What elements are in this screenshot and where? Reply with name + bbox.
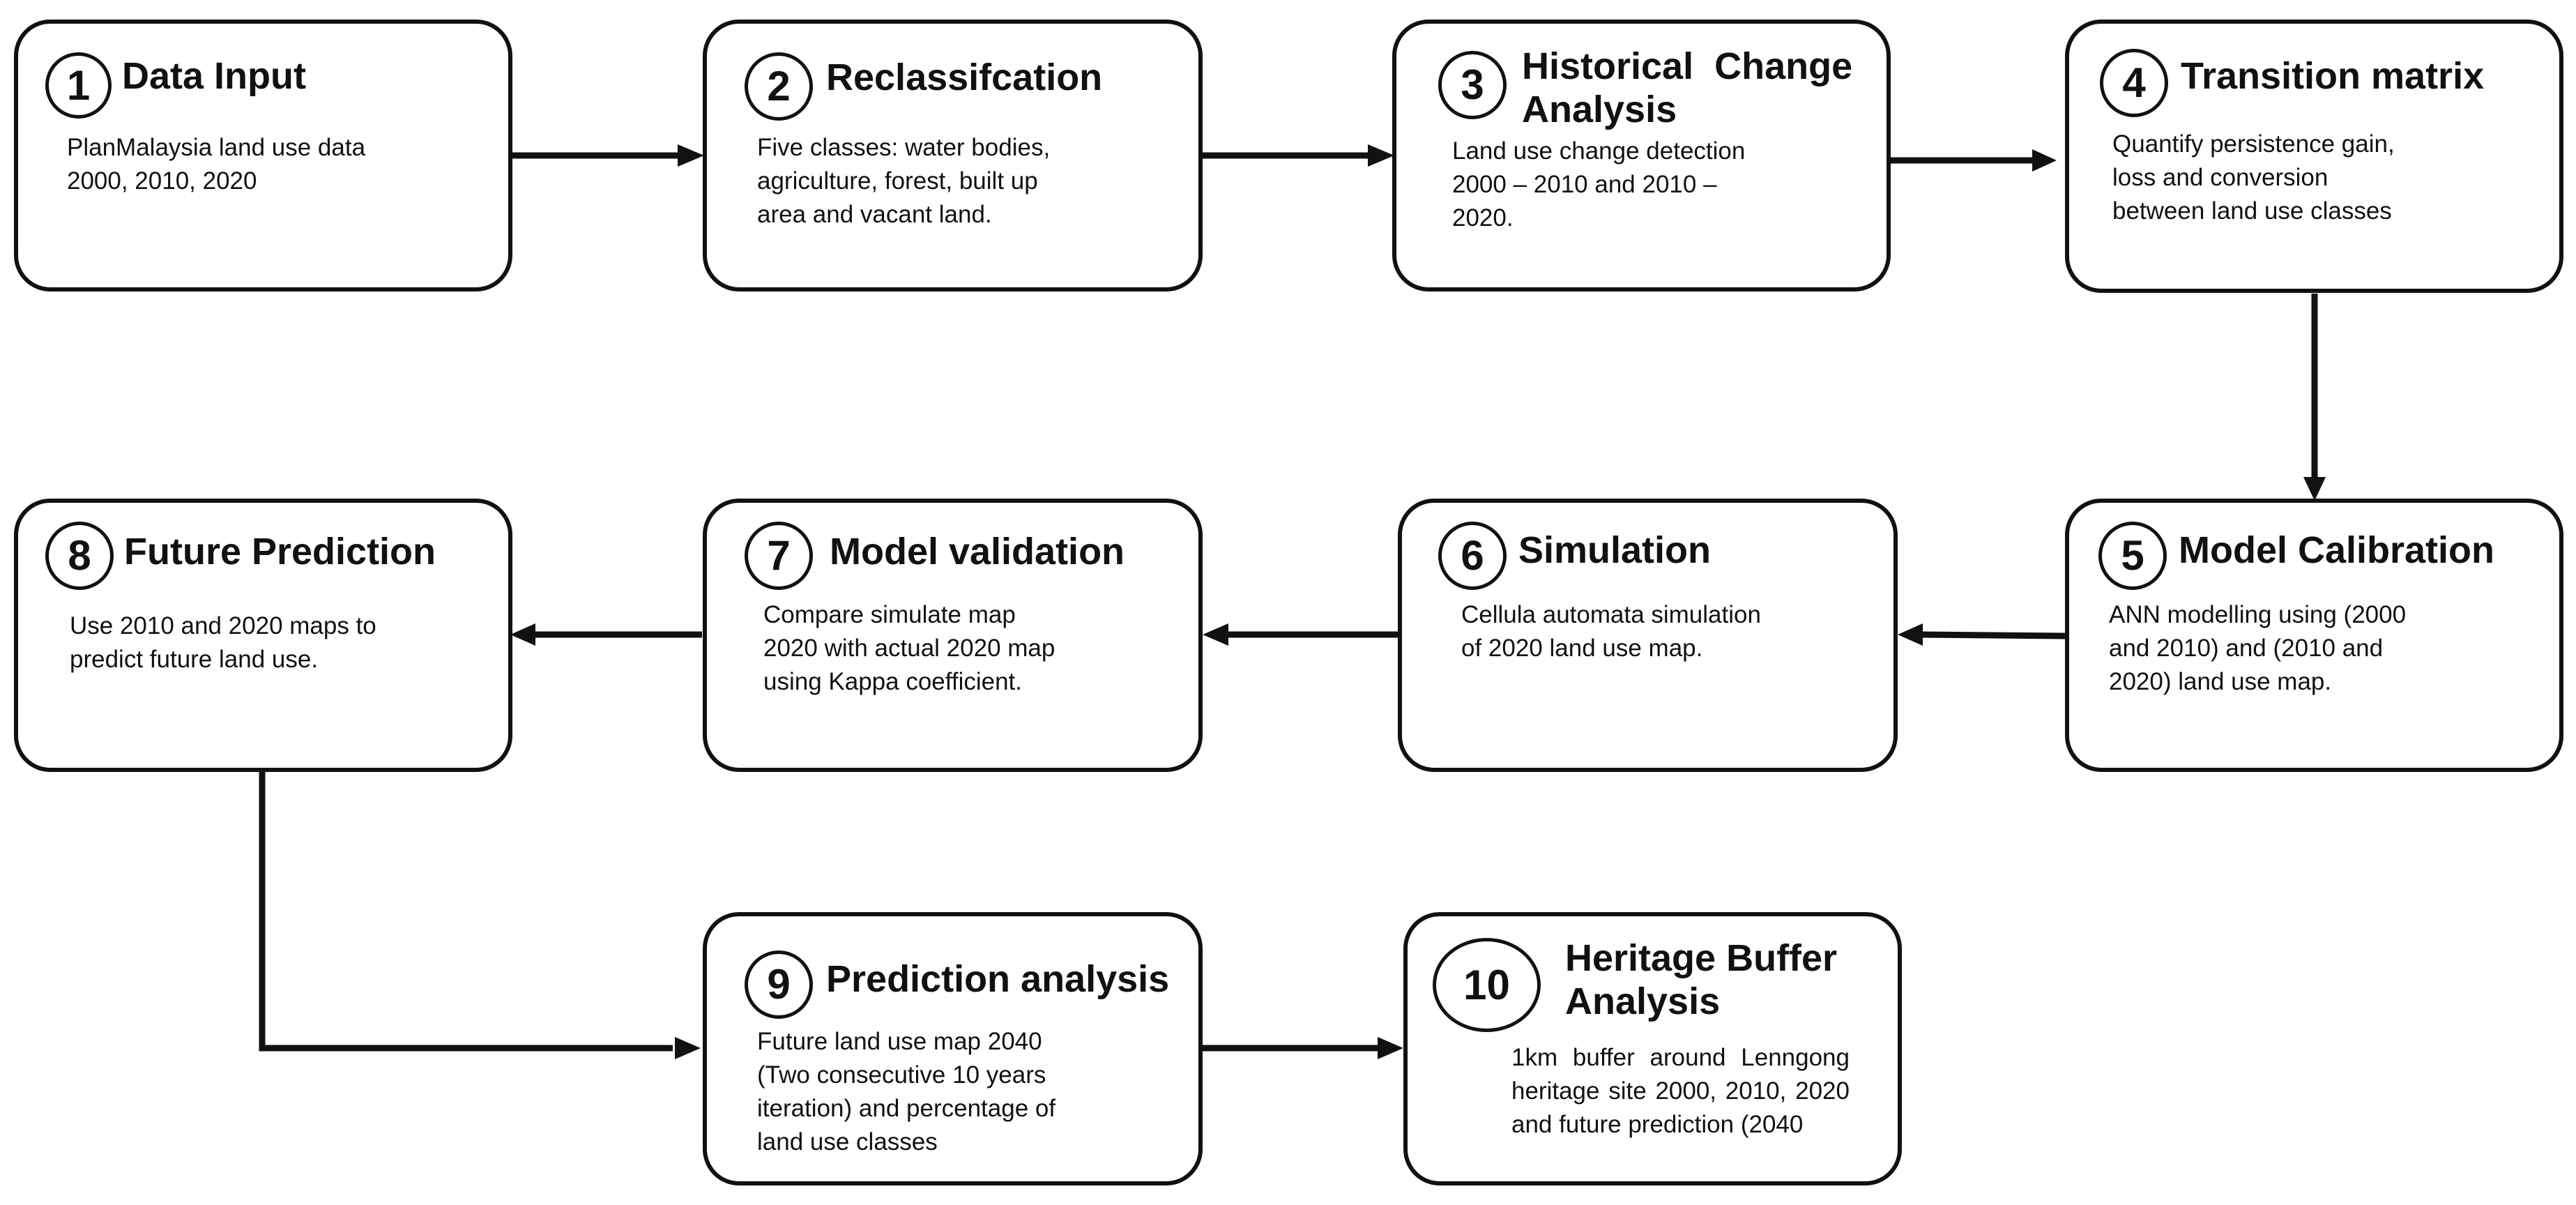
arrow-5-to-6: [1920, 631, 2066, 639]
step-8-title: Future Prediction: [124, 531, 436, 573]
step-7-number-badge: 7: [745, 522, 813, 590]
step-2-number-badge: 2: [745, 52, 813, 121]
step-3-title: Historical Change Analysis: [1522, 45, 1853, 130]
step-1-title: Data Input: [122, 55, 306, 97]
arrow-8-to-9: [259, 771, 673, 1052]
step-8-description: Use 2010 and 2020 maps to predict future…: [70, 612, 376, 673]
step-10-description: 1km buffer around Lenngong heritage site…: [1511, 1044, 1850, 1138]
step-2-box: [703, 20, 1203, 291]
step-6-title: Simulation: [1518, 529, 1712, 571]
step-3-number-badge: 3: [1438, 51, 1507, 119]
arrowhead-8-to-9: [675, 1037, 701, 1059]
step-1-description: PlanMalaysia land use data 2000, 2010, 2…: [67, 134, 366, 195]
step-4-number-badge: 4: [2100, 49, 2168, 117]
arrowhead-6-to-7: [1203, 623, 1228, 646]
step-7-box: [703, 499, 1203, 772]
step-10-title: Heritage Buffer Analysis: [1565, 937, 1838, 1022]
step-6-description: Cellula automata simulation of 2020 land…: [1461, 601, 1761, 662]
step-10-number-badge: 10: [1433, 938, 1541, 1032]
arrowhead-1-to-2: [678, 144, 704, 167]
step-5-number-badge: 5: [2098, 522, 2167, 590]
step-2-title: Reclassifcation: [826, 56, 1103, 98]
step-7-description: Compare simulate map 2020 with actual 20…: [763, 601, 1055, 695]
arrowhead-5-to-6: [1898, 623, 1923, 646]
arrowhead-3-to-4: [2032, 149, 2057, 172]
step-9-title: Prediction analysis: [826, 958, 1170, 1000]
step-3-description: Land use change detection 2000 – 2010 an…: [1452, 137, 1746, 232]
step-8-number-badge: 8: [45, 522, 114, 590]
step-4-description: Quantify persistence gain, loss and conv…: [2112, 130, 2395, 225]
step-5-title: Model Calibration: [2179, 529, 2495, 571]
step-2-description: Five classes: water bodies, agriculture,…: [757, 134, 1051, 228]
step-9-number-badge: 9: [745, 950, 813, 1019]
step-6-number-badge: 6: [1438, 522, 1507, 590]
arrowhead-7-to-8: [510, 623, 535, 646]
arrowhead-4-to-5: [2303, 477, 2326, 501]
step-9-description: Future land use map 2040 (Two consecutiv…: [757, 1028, 1056, 1155]
arrowhead-2-to-3: [1368, 144, 1394, 167]
step-5-description: ANN modelling using (2000 and 2010) and …: [2109, 601, 2407, 695]
step-4-title: Transition matrix: [2181, 55, 2485, 97]
step-7-title: Model validation: [830, 531, 1125, 573]
step-1-number-badge: 1: [45, 52, 112, 119]
arrowhead-9-to-10: [1378, 1037, 1403, 1059]
